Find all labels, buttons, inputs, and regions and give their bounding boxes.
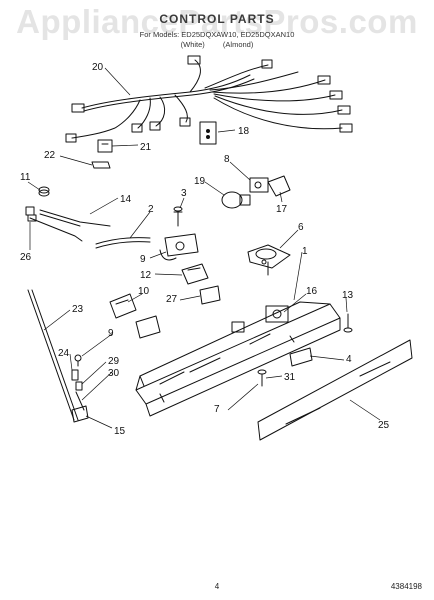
callout-label: 31	[284, 372, 296, 383]
pad-part-27b	[135, 315, 161, 339]
screw-part-13	[343, 313, 353, 333]
variant-white: (White)	[180, 40, 205, 49]
callout-label: 4	[346, 354, 352, 365]
rod-assembly-part	[25, 186, 111, 242]
callout-label: 9	[140, 254, 146, 265]
callout-label: 27	[166, 294, 178, 305]
document-number: 4384198	[390, 582, 422, 591]
bracket-part-21	[97, 139, 113, 153]
callout-label: 25	[378, 420, 390, 431]
callout-label: 3	[181, 188, 187, 199]
callout-label: 22	[44, 150, 56, 161]
callout-label: 1	[302, 246, 308, 257]
clip-part-22	[91, 161, 111, 169]
clip-part-4	[289, 347, 313, 367]
diagram-title: CONTROL PARTS	[159, 12, 275, 26]
callout-label: 13	[342, 290, 354, 301]
switch-part-12	[181, 263, 209, 285]
callout-label: 7	[214, 404, 220, 415]
callout-label: 11	[20, 172, 31, 183]
variant-almond: (Almond)	[222, 40, 254, 49]
callout-label: 9	[108, 328, 114, 339]
callout-label: 20	[92, 62, 104, 73]
callout-label: 26	[20, 252, 32, 263]
light-bulb-part	[221, 191, 251, 209]
screw-part-31	[257, 369, 267, 387]
bracket-part-15	[71, 405, 89, 423]
callout-label: 30	[108, 368, 120, 379]
pad-part-27a	[199, 285, 221, 305]
thermostat-part-6	[247, 244, 291, 276]
control-housing-part	[135, 301, 341, 417]
callout-label: 2	[148, 204, 154, 215]
callout-label: 14	[120, 194, 132, 205]
callout-label: 12	[140, 270, 152, 281]
cover-panel-part	[257, 339, 413, 441]
callout-label: 19	[194, 176, 206, 187]
callout-label: 15	[114, 426, 126, 437]
callout-label: 29	[108, 356, 120, 367]
callout-label: 10	[138, 286, 150, 297]
socket-part	[249, 175, 291, 197]
callout-label: 16	[306, 286, 318, 297]
callout-label: 24	[58, 348, 70, 359]
callout-label: 6	[298, 222, 304, 233]
diagram-header: AppliancePartsPros.com CONTROL PARTS For…	[0, 0, 434, 60]
switch-part-10	[109, 293, 137, 319]
tube-part-2	[95, 237, 151, 249]
callout-label: 23	[72, 304, 84, 315]
small-hardware-parts	[71, 354, 85, 411]
page-number: 4	[214, 582, 220, 591]
callout-label: 18	[238, 126, 250, 137]
plate-part-18	[199, 121, 217, 145]
callout-label: 8	[224, 154, 230, 165]
wire-harness-part	[65, 55, 353, 143]
screw-part-3	[173, 206, 183, 227]
callout-label: 17	[276, 204, 288, 215]
callout-label: 21	[140, 142, 152, 153]
color-variants: (White) (Almond)	[0, 40, 434, 49]
rod-part-23	[27, 289, 79, 421]
model-line: For Models: ED25DQXAW10, ED25DQXAN10	[139, 30, 295, 39]
control-part-9	[159, 233, 199, 261]
watermark-text: AppliancePartsPros.com	[16, 3, 418, 40]
